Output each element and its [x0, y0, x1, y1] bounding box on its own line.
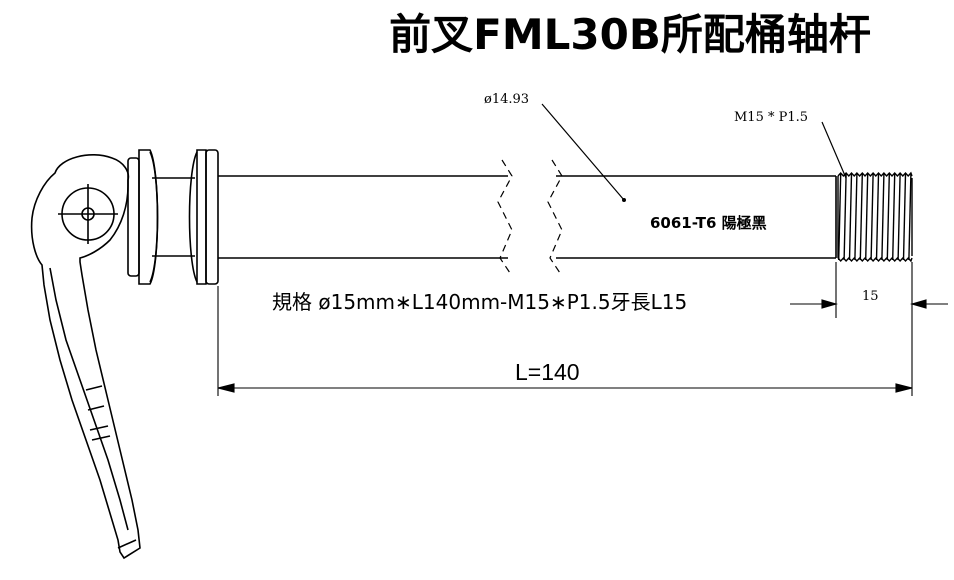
thread-line: [859, 173, 863, 261]
thread-line: [908, 173, 912, 261]
material-label: 6061-T6 陽極黑: [650, 214, 767, 232]
lever-tip-edge: [117, 539, 137, 549]
quick-release-lever: [30, 154, 141, 560]
diameter-callout: ø14.93: [484, 92, 626, 202]
thread-outline: [837, 176, 913, 258]
thread-line: [838, 173, 842, 261]
thread-line: [843, 173, 847, 261]
spec-label: 規格 ø15mm∗L140mm-M15∗P1.5牙長L15: [272, 290, 687, 314]
threaded-end: [837, 171, 913, 263]
thread-line: [848, 173, 853, 261]
thread-lines: [837, 171, 913, 263]
washer: [127, 157, 140, 277]
thread-length-label: 15: [862, 289, 879, 304]
thread-crest-bottom: [837, 256, 913, 263]
lever-groove-4: [91, 435, 111, 441]
drawing-title: 前叉FML30B所配桶轴杆: [389, 10, 871, 59]
lever-groove-1: [85, 385, 103, 391]
diameter-label: ø14.93: [484, 92, 529, 107]
break-line-left: [497, 159, 513, 277]
thread-label: M15 * P1.5: [734, 110, 808, 125]
overall-length-dimension: [217, 286, 913, 396]
length-label: L=140: [515, 359, 580, 385]
axle-head: [127, 149, 219, 285]
flange-waist: [149, 151, 198, 283]
axle-shaft: [218, 175, 837, 259]
thread-length-dimension: [790, 262, 948, 318]
thread-arrow-left: [821, 299, 839, 309]
lever-outline: [30, 154, 141, 560]
thread-line: [881, 173, 885, 261]
thread-crest-top: [837, 171, 913, 178]
thread-line: [892, 173, 896, 261]
break-lines: [497, 159, 563, 277]
break-line-right: [547, 159, 563, 277]
thread-leader-line: [821, 121, 847, 179]
thread-line: [902, 173, 907, 261]
length-arrow-right: [895, 383, 913, 393]
thread-arrow-right: [909, 299, 927, 309]
thread-line: [875, 173, 880, 261]
flange-right: [196, 149, 207, 285]
thread-line: [854, 173, 858, 261]
thread-line: [897, 173, 901, 261]
diameter-leader-dot: [622, 198, 626, 202]
thread-line: [870, 173, 874, 261]
lever-groove-3: [89, 425, 109, 431]
thread-line: [865, 173, 869, 261]
lever-groove-2: [87, 405, 105, 411]
thread-line: [886, 173, 890, 261]
lever-inner-edge: [49, 267, 129, 531]
collar: [205, 149, 219, 285]
diameter-leader-line: [541, 103, 625, 201]
thread-callout: M15 * P1.5: [734, 110, 847, 179]
length-arrow-left: [217, 383, 235, 393]
